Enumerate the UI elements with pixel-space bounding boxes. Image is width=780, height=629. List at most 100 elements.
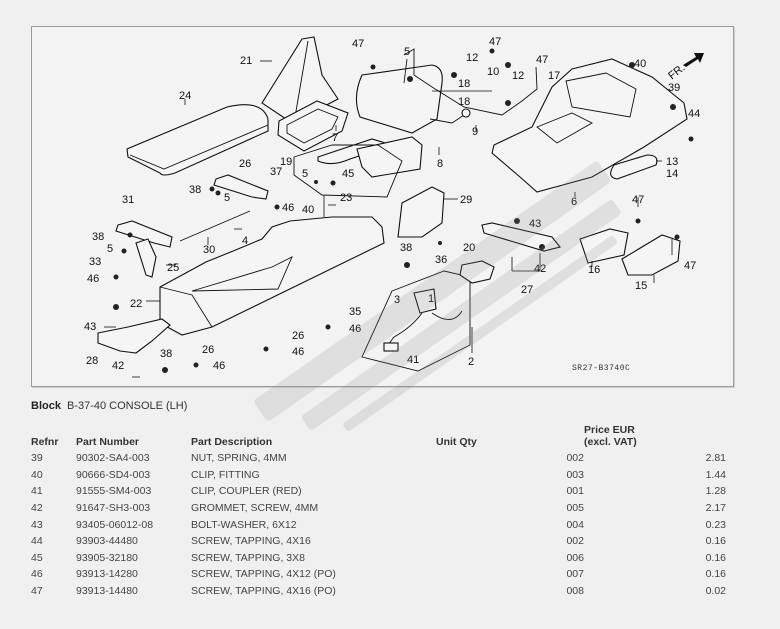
callout[interactable]: 12	[512, 70, 524, 82]
part-shift-console[interactable]	[491, 58, 688, 193]
part-main-console[interactable]	[159, 216, 385, 336]
part-tray-assembly[interactable]	[293, 136, 423, 198]
part-upper-panel[interactable]	[355, 64, 471, 134]
callout[interactable]: 25	[167, 262, 179, 274]
callout[interactable]: 27	[521, 284, 533, 296]
callout[interactable]: 35	[349, 306, 361, 318]
callout[interactable]: 42	[534, 263, 546, 275]
callout[interactable]: 26	[239, 158, 251, 170]
callout[interactable]: 1	[428, 293, 434, 305]
callout[interactable]: 46	[349, 323, 361, 335]
callout[interactable]: 29	[460, 194, 472, 206]
callout[interactable]: 16	[588, 264, 600, 276]
callout[interactable]: 31	[122, 194, 134, 206]
callout[interactable]: 22	[130, 298, 142, 310]
callout[interactable]: 47	[536, 54, 548, 66]
callout[interactable]: 33	[89, 256, 101, 268]
part-base-bracket[interactable]	[97, 318, 171, 354]
callout[interactable]: 18	[458, 78, 470, 90]
part-bracket[interactable]	[403, 48, 538, 116]
cell-refnr: 39	[31, 452, 43, 465]
callout[interactable]: 9	[472, 126, 478, 138]
callout[interactable]: 5	[302, 168, 308, 180]
callout[interactable]: 46	[87, 273, 99, 285]
diagram-reference-code: SR27-B3740C	[572, 364, 630, 373]
callout[interactable]: 5	[107, 243, 113, 255]
part-armrest-lid[interactable]	[126, 104, 269, 176]
callout[interactable]: 36	[435, 254, 447, 266]
cell-description: CLIP, COUPLER (RED)	[191, 485, 302, 498]
callout[interactable]: 7	[332, 132, 338, 144]
part-rail-32[interactable]	[213, 174, 269, 200]
part-rail-31[interactable]	[115, 220, 173, 248]
callout[interactable]: 46	[213, 360, 225, 372]
callout[interactable]: 5	[404, 46, 410, 58]
callout[interactable]: 12	[466, 52, 478, 64]
callout[interactable]: 45	[342, 168, 354, 180]
callout[interactable]: 8	[437, 158, 443, 170]
part-socket[interactable]	[459, 260, 495, 284]
callout[interactable]: 47	[684, 260, 696, 272]
cell-price: 2.17	[705, 502, 726, 515]
callout[interactable]: 2	[468, 356, 474, 368]
part-boot-ring[interactable]	[277, 100, 349, 152]
callout[interactable]: 6	[571, 196, 577, 208]
callout[interactable]: 10	[487, 66, 499, 78]
callout[interactable]: 39	[668, 82, 680, 94]
callout[interactable]: 15	[635, 280, 647, 292]
callout[interactable]: 42	[112, 360, 124, 372]
part-duct-16[interactable]	[579, 228, 629, 264]
cell-part-number: 93405-06012-08	[76, 518, 154, 531]
part-bracket-27[interactable]	[481, 222, 561, 252]
callout[interactable]: 24	[179, 90, 191, 102]
callout[interactable]: 46	[292, 346, 304, 358]
callout[interactable]: 17	[548, 70, 560, 82]
callout[interactable]: 38	[92, 231, 104, 243]
callout[interactable]: 46	[282, 202, 294, 214]
callout[interactable]: 21	[240, 55, 252, 67]
callout[interactable]: 47	[352, 38, 364, 50]
callout[interactable]: 4	[242, 235, 248, 247]
callout[interactable]: 20	[463, 242, 475, 254]
callout[interactable]: 38	[160, 348, 172, 360]
part-side-cover[interactable]	[397, 186, 445, 238]
callout[interactable]: 14	[666, 168, 678, 180]
callout[interactable]: 47	[632, 194, 644, 206]
callout[interactable]: 43	[529, 218, 541, 230]
callout[interactable]: 28	[86, 355, 98, 367]
part-rod[interactable]	[179, 210, 251, 242]
callout[interactable]: 41	[407, 354, 419, 366]
callout[interactable]: 26	[202, 344, 214, 356]
callout[interactable]: 37	[270, 166, 282, 178]
callout[interactable]: 18	[458, 96, 470, 108]
callout[interactable]: 40	[634, 58, 646, 70]
part-latch[interactable]	[135, 238, 157, 278]
callout[interactable]: 23	[340, 192, 352, 204]
callout[interactable]: 44	[688, 108, 700, 120]
callout[interactable]: 5	[224, 192, 230, 204]
callout[interactable]: 38	[400, 242, 412, 254]
callout[interactable]: 26	[292, 330, 304, 342]
callout[interactable]: 40	[302, 204, 314, 216]
callout[interactable]: 47	[489, 36, 501, 48]
callout[interactable]: 38	[189, 184, 201, 196]
callout[interactable]: 19	[280, 156, 292, 168]
callout[interactable]: 30	[203, 244, 215, 256]
cell-description: SCREW, TAPPING, 3X8	[191, 551, 305, 564]
cell-price: 0.16	[705, 568, 726, 581]
callout[interactable]: 43	[84, 321, 96, 333]
callout[interactable]: 13	[666, 156, 678, 168]
part-trim-badge[interactable]	[610, 154, 658, 180]
part-harness[interactable]	[361, 270, 471, 372]
part-duct-15[interactable]	[621, 234, 681, 276]
callout[interactable]: 3	[394, 294, 400, 306]
